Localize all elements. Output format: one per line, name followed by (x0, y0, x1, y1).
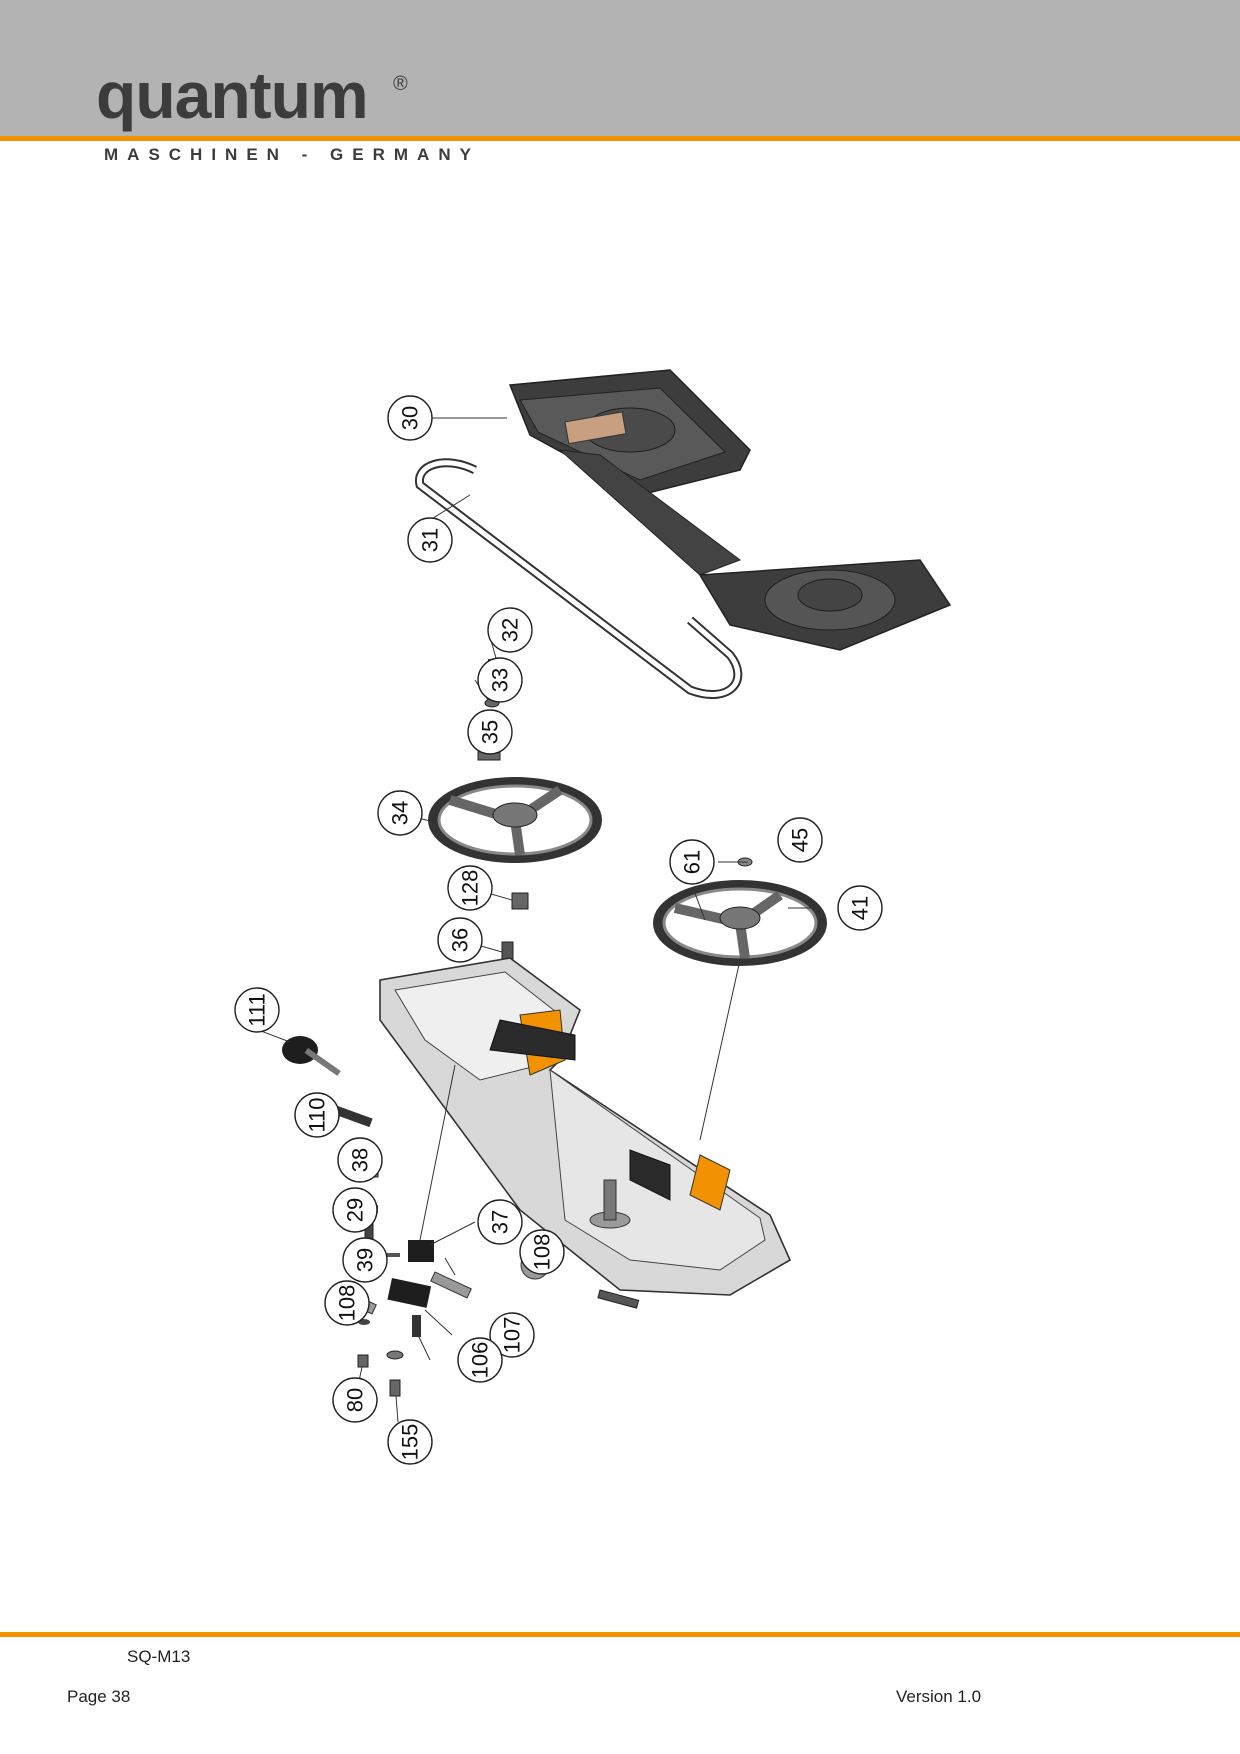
part-number-label: 80 (343, 1388, 368, 1412)
part-callout-108: 108 (324, 1280, 370, 1326)
header-band (0, 0, 1240, 136)
part-callout-45: 45 (777, 817, 823, 863)
saw-base-frame (379, 957, 792, 1309)
part-number-label: 29 (343, 1198, 368, 1222)
part-number-label: 108 (530, 1234, 555, 1271)
part-callout-33: 33 (477, 657, 523, 703)
bolt-155 (386, 1350, 404, 1397)
header-accent-rule (0, 136, 1240, 141)
saw-band (415, 458, 743, 699)
part-callout-34: 34 (377, 790, 423, 836)
part-number-label: 37 (488, 1210, 513, 1234)
part-callout-35: 35 (467, 709, 513, 755)
part-callout-31: 31 (407, 517, 453, 563)
part-callout-155: 155 (387, 1419, 433, 1465)
part-number-label: 111 (245, 993, 270, 1026)
part-number-label: 39 (353, 1248, 378, 1272)
part-number-label: 107 (500, 1317, 525, 1354)
exploded-parts-diagram: 30 31 32 33 35 34 128 36 61 45 41 111 110 38 29 37 39 108… (234, 369, 952, 1465)
part-number-label: 38 (348, 1148, 373, 1172)
part-callout-39: 39 (342, 1237, 388, 1283)
block-107 (387, 1278, 432, 1308)
screw-106 (412, 1315, 421, 1337)
part-number-label: 45 (788, 828, 813, 852)
part-callout-80: 80 (332, 1377, 378, 1423)
brand-tagline: MASCHINEN - GERMANY (104, 145, 480, 164)
part-number-label: 106 (468, 1342, 493, 1379)
part-callout-41: 41 (837, 885, 883, 931)
part-number-label: 128 (458, 870, 483, 907)
part-callout-128: 128 (447, 865, 493, 911)
part-callout-61: 61 (669, 839, 715, 885)
footer-model: SQ-M13 (127, 1647, 191, 1666)
part-number-label: 41 (848, 896, 873, 920)
screw-80 (357, 1319, 370, 1368)
brand-logo: quantum (96, 58, 369, 132)
wheel-34 (428, 777, 602, 863)
part-number-label: 30 (398, 406, 423, 430)
part-callout-32: 32 (487, 607, 533, 653)
part-callout-110: 110 (294, 1092, 340, 1138)
part-callout-106: 106 (457, 1337, 503, 1383)
handwheel-111 (282, 1036, 341, 1076)
part-callout-108: 108 (519, 1229, 565, 1275)
footer-accent-rule (0, 1632, 1240, 1637)
part-callout-111: 111 (234, 987, 280, 1033)
part-number-label: 33 (488, 668, 513, 692)
upper-wheel-cover (508, 369, 952, 651)
part-number-label: 61 (680, 850, 705, 874)
part-callouts: 30 31 32 33 35 34 128 36 61 45 41 111 110 38 29 37 39 108… (234, 395, 883, 1465)
part-callout-38: 38 (337, 1137, 383, 1183)
pin-39 (378, 1253, 400, 1257)
wheel-41 (653, 880, 827, 966)
footer-page-number: Page 38 (67, 1687, 131, 1706)
bushing-128 (511, 892, 529, 910)
part-number-label: 155 (398, 1424, 423, 1461)
part-number-label: 36 (448, 928, 473, 952)
part-callout-36: 36 (437, 917, 483, 963)
part-number-label: 108 (335, 1285, 360, 1322)
part-callout-37: 37 (477, 1199, 523, 1245)
part-callout-107: 107 (489, 1312, 535, 1358)
footer-version: Version 1.0 (896, 1687, 982, 1706)
spring-110 (331, 1105, 373, 1128)
registered-mark: ® (393, 73, 408, 95)
part-number-label: 35 (478, 720, 503, 744)
part-number-label: 34 (388, 801, 413, 825)
part-number-label: 32 (498, 618, 523, 642)
block-37 (408, 1240, 434, 1262)
part-callout-29: 29 (332, 1187, 378, 1233)
part-callout-30: 30 (387, 395, 433, 441)
part-number-label: 110 (305, 1097, 330, 1132)
plate-108-right (430, 1271, 472, 1299)
part-number-label: 31 (418, 528, 443, 552)
